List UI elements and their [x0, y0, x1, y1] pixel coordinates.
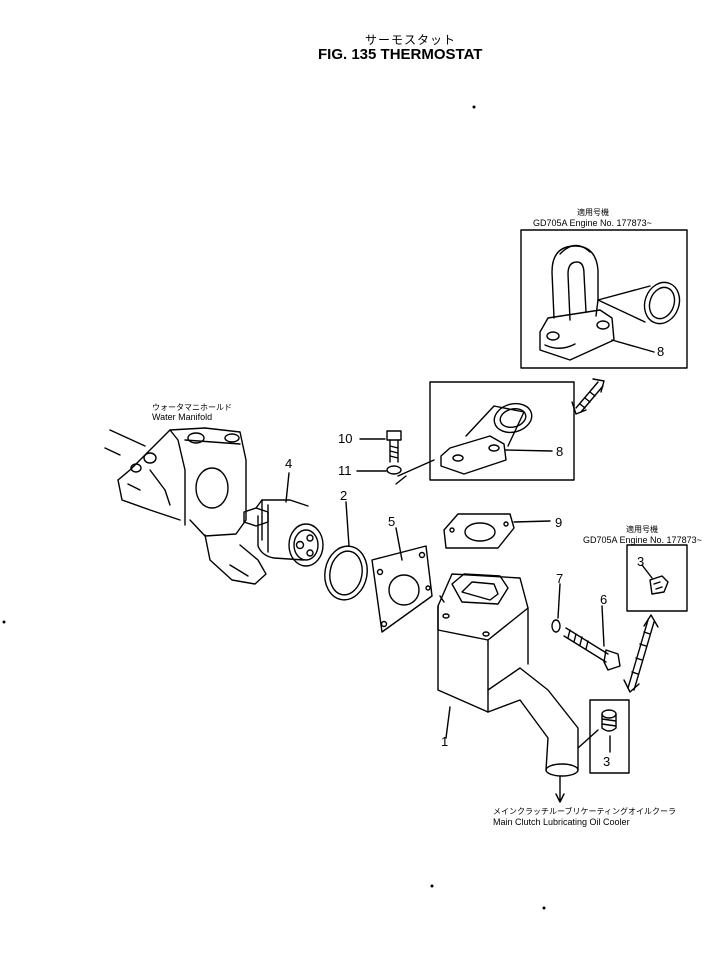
part-number-1: 1 — [441, 734, 449, 749]
water-manifold-label-jp: ウォータマニホールド — [152, 403, 232, 412]
top-box-applicability: GD705A Engine No. 177873~ — [533, 218, 652, 228]
right-box-applicability-jp: 適用号機 — [626, 525, 658, 534]
lower-plug-box — [589, 699, 630, 774]
interchange-arrow-upper — [571, 378, 605, 415]
part-number-8-lower: 8 — [556, 444, 564, 459]
cooler-label-jp: メインクラッチルーブリケーティングオイルクーラ — [493, 807, 677, 816]
title-japanese: サーモスタット — [365, 33, 457, 47]
outlet-arrow — [555, 775, 565, 803]
part-number-3-upper: 3 — [637, 554, 645, 569]
right-variant-box — [626, 544, 688, 612]
thermostat-4 — [243, 499, 324, 567]
seal-ring-2 — [324, 545, 368, 601]
part-number-10: 10 — [338, 431, 353, 446]
washer-11 — [386, 465, 402, 475]
figure-title: FIG. 135 THERMOSTAT — [318, 46, 483, 63]
part-number-4: 4 — [285, 456, 293, 471]
part-number-5: 5 — [388, 514, 396, 529]
gasket-9 — [443, 513, 515, 549]
plug-3-lower — [601, 709, 617, 732]
washer-7 — [551, 619, 561, 633]
water-manifold — [104, 427, 267, 585]
right-box-applicability: GD705A Engine No. 177873~ — [583, 535, 702, 545]
part-number-11: 11 — [338, 463, 352, 478]
water-manifold-label: Water Manifold — [152, 412, 213, 422]
part-number-6: 6 — [600, 592, 608, 607]
gasket-5 — [371, 545, 433, 633]
thermostat-cover-8 — [440, 402, 533, 475]
elbow-pipe-8-upper — [539, 244, 681, 361]
bolt-6 — [563, 627, 621, 671]
part-number-9: 9 — [555, 515, 563, 530]
interchange-arrow-lower — [623, 614, 659, 693]
part-number-2: 2 — [340, 488, 348, 503]
plug-3-upper — [649, 575, 669, 595]
part-number-3-lower: 3 — [603, 754, 611, 769]
upper-variant-box — [520, 229, 688, 369]
top-box-applicability-jp: 適用号機 — [577, 208, 609, 217]
cooler-label: Main Clutch Lubricating Oil Cooler — [493, 817, 630, 827]
middle-variant-box — [429, 381, 575, 481]
part-number-7: 7 — [556, 571, 564, 586]
thermostat-housing-1 — [437, 573, 579, 777]
bolt-10 — [386, 430, 402, 463]
part-number-8-upper: 8 — [657, 344, 665, 359]
